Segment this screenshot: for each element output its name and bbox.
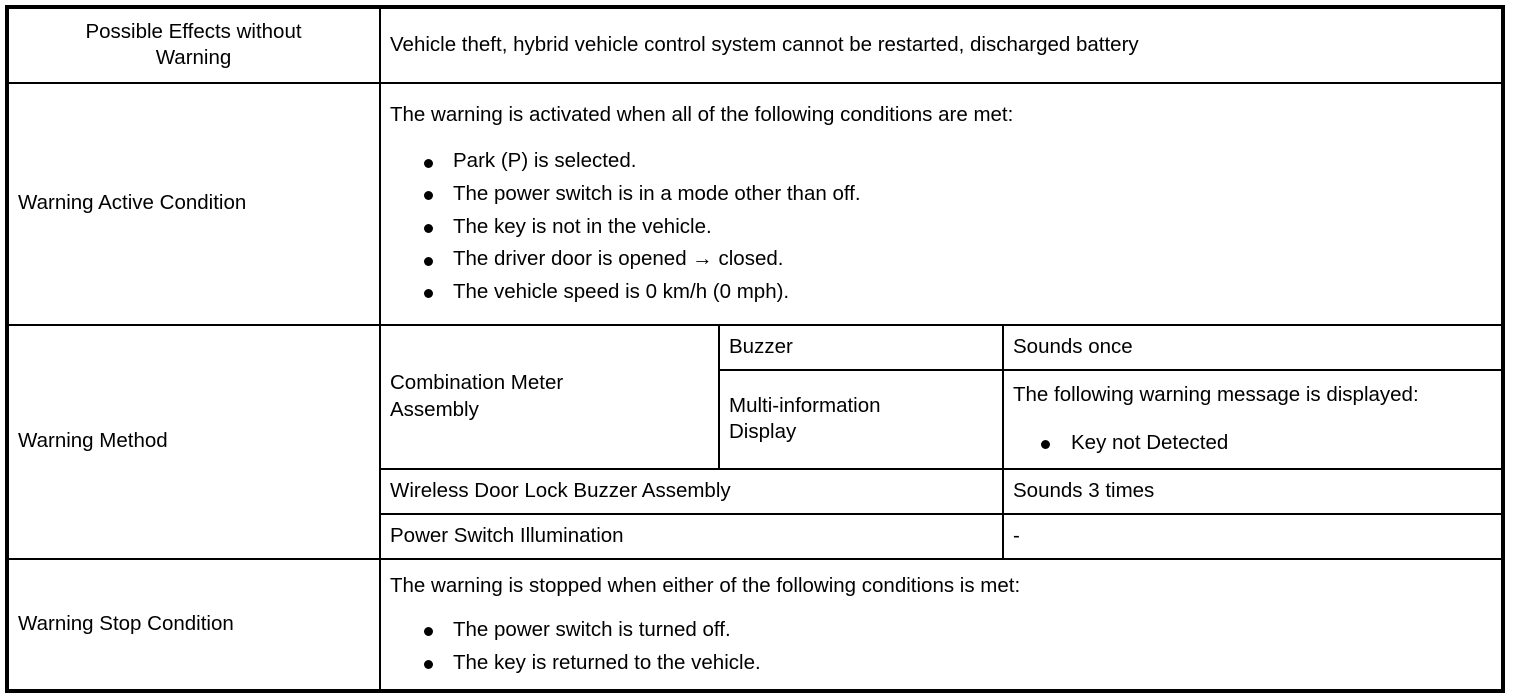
list-item-label: The vehicle speed is 0 km/h (0 mph). [453, 279, 790, 303]
sub-component-multi-information-display: Multi-information Display [718, 368, 1004, 470]
component-power-switch-illumination: Power Switch Illumination [379, 512, 1004, 560]
warning-stop-intro: The warning is stopped when either of th… [390, 573, 1021, 597]
list-item-label: The power switch is turned off. [453, 618, 731, 642]
row-value-possible-effects: Vehicle theft, hybrid vehicle control sy… [379, 6, 1504, 84]
list-item: The key is not in the vehicle. [424, 214, 1491, 241]
component-combination-meter-assembly: Combination Meter Assembly [379, 323, 720, 470]
row-value-warning-active-condition: The warning is activated when all of the… [379, 81, 1504, 326]
warning-active-bullet-list: Park (P) is selected. The power switch is… [390, 148, 1491, 305]
list-item-label: Key not Detected [1071, 431, 1229, 455]
list-item-label: Park (P) is selected. [453, 149, 637, 173]
list-item: The vehicle speed is 0 km/h (0 mph). [424, 279, 1491, 306]
bullet-icon [424, 158, 433, 168]
list-item: The key is returned to the vehicle. [424, 650, 1491, 677]
list-item: The power switch is turned off. [424, 617, 1491, 644]
row-label-warning-method: Warning Method [6, 323, 381, 560]
multi-info-message-bullet-list: Key not Detected [1013, 430, 1491, 457]
row-label-warning-active-condition: Warning Active Condition [6, 81, 381, 326]
component-wireless-door-lock-buzzer-assembly-value: Sounds 3 times [1002, 467, 1504, 515]
table-row-warning-method-power-switch-illumination: Power Switch Illumination - [7, 512, 1504, 560]
sub-component-buzzer-value: Sounds once [1002, 323, 1504, 371]
row-label-warning-stop-condition: Warning Stop Condition [6, 557, 381, 693]
table-row-warning-method-buzzer: Warning Method Combination Meter Assembl… [6, 323, 1504, 560]
table-row-possible-effects: Possible Effects without Warning Vehicle… [6, 6, 1504, 84]
bullet-icon [424, 627, 433, 637]
warning-active-intro: The warning is activated when all of the… [390, 102, 1014, 126]
warning-specification-table: Possible Effects without Warning Vehicle… [5, 5, 1505, 693]
list-item-label: The key is returned to the vehicle. [453, 650, 761, 674]
sub-component-multi-information-display-value: The following warning message is display… [1002, 368, 1504, 470]
warning-stop-bullet-list: The power switch is turned off. The key i… [390, 617, 1491, 676]
list-item: Key not Detected [1041, 430, 1491, 457]
bullet-icon [424, 289, 433, 299]
component-power-switch-illumination-value: - [1002, 512, 1504, 560]
list-item: Park (P) is selected. [424, 148, 1491, 175]
bullet-icon [424, 660, 433, 670]
list-item-label: The power switch is in a mode other than… [453, 182, 861, 206]
list-item: The driver door is opened → closed. [424, 246, 1491, 273]
bullet-icon [424, 223, 433, 233]
multi-info-message-intro: The following warning message is display… [1013, 382, 1419, 406]
sub-component-buzzer: Buzzer [718, 323, 1004, 371]
list-item-label: The key is not in the vehicle. [453, 214, 712, 238]
table-row-warning-active-condition: Warning Active Condition The warning is … [6, 81, 1504, 326]
bullet-icon [424, 191, 433, 201]
bullet-icon [1041, 440, 1050, 450]
component-wireless-door-lock-buzzer-assembly: Wireless Door Lock Buzzer Assembly [379, 467, 1004, 515]
row-value-warning-stop-condition: The warning is stopped when either of th… [379, 557, 1504, 693]
list-item: The power switch is in a mode other than… [424, 181, 1491, 208]
bullet-icon [424, 256, 433, 266]
table-row-warning-method-multi-info: Multi-information Display The following … [7, 368, 1504, 470]
row-label-possible-effects: Possible Effects without Warning [6, 6, 381, 84]
table-row-warning-method-wireless-door-lock: Wireless Door Lock Buzzer Assembly Sound… [7, 467, 1504, 515]
table-row-warning-stop-condition: Warning Stop Condition The warning is st… [6, 557, 1504, 693]
list-item-label: The driver door is opened → closed. [453, 247, 784, 271]
